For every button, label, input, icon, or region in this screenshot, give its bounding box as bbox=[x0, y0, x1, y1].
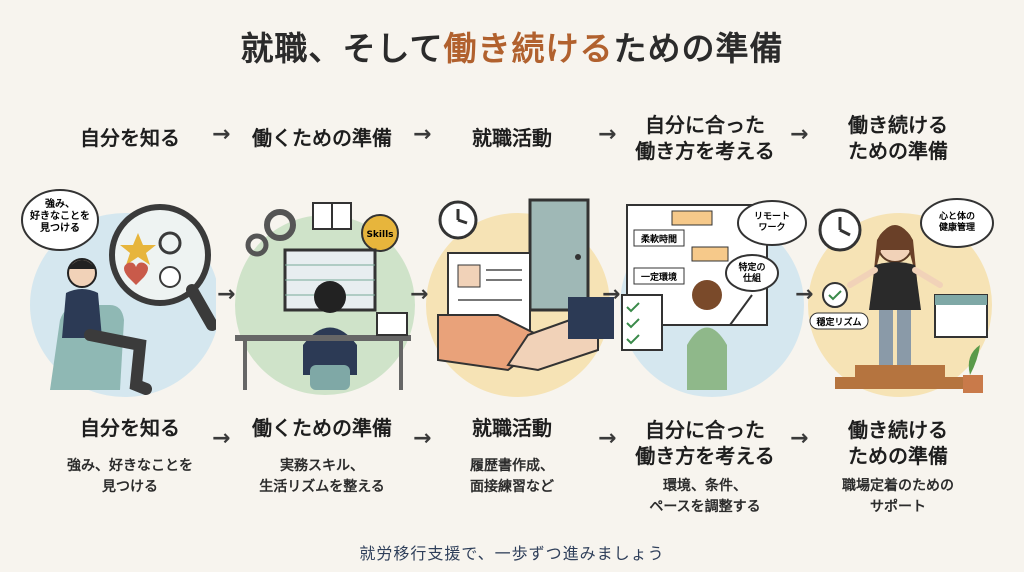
top-step-1: 自分を知る bbox=[30, 108, 230, 168]
check-circle-icon bbox=[822, 282, 848, 308]
bottom-arrow-icon-3: → bbox=[598, 426, 617, 451]
compass-icon bbox=[159, 266, 181, 288]
skills-badge-icon bbox=[361, 214, 399, 252]
plant-icon bbox=[968, 345, 980, 375]
specific-method-bubble bbox=[725, 254, 779, 292]
illustration-job-hunting bbox=[426, 198, 614, 397]
illustration-skills: Skills bbox=[235, 202, 415, 395]
title-part2: ための準備 bbox=[613, 29, 784, 68]
illustration-work-style: 柔軟時間 一定環境 リモートワーク 特定の仕組 bbox=[620, 200, 807, 397]
step-4-description: 環境、条件、 ペースを調整する bbox=[649, 478, 761, 515]
title-highlight: 働き続ける bbox=[443, 29, 614, 68]
clipboard-icon bbox=[621, 294, 663, 351]
search-icon bbox=[158, 231, 182, 255]
top-step-5-label: 働き続ける ための準備 bbox=[848, 113, 948, 163]
top-step-2: 働くための準備 bbox=[222, 108, 422, 168]
specific-method-text: 特定の仕組 bbox=[738, 261, 765, 284]
remote-work-bubble bbox=[737, 200, 807, 246]
person-head bbox=[314, 281, 346, 313]
step-1-description: 強み、好きなことを 見つける bbox=[67, 458, 193, 495]
title-part1: 就職、そして bbox=[240, 29, 444, 68]
bottom-arrow-icon-4: → bbox=[790, 426, 809, 451]
mid-arrow-icon-2: → bbox=[410, 282, 429, 307]
star-icon bbox=[120, 233, 156, 265]
page-title: 就職、そして働き続けるための準備 bbox=[0, 22, 1024, 70]
flex-time-label: 柔軟時間 bbox=[640, 233, 677, 245]
skills-badge-text: Skills bbox=[366, 230, 393, 240]
speech-bubble-strengths bbox=[21, 189, 99, 251]
top-step-3: 就職活動 bbox=[412, 108, 612, 168]
checkmark-icon bbox=[626, 302, 640, 345]
top-step-3-label: 就職活動 bbox=[472, 126, 552, 150]
bottom-arrow-icon-1: → bbox=[212, 426, 231, 451]
top-step-2-label: 働くための準備 bbox=[252, 126, 392, 150]
mid-arrow-icon-4: → bbox=[795, 282, 814, 307]
bottom-step-4: 自分に合った 働き方を考える bbox=[605, 415, 805, 471]
top-step-5: 働き続ける ための準備 bbox=[798, 108, 998, 168]
top-arrow-icon-2: → bbox=[413, 122, 432, 147]
top-arrow-icon-1: → bbox=[212, 122, 231, 147]
bottom-step-5: 働き続ける ための準備 bbox=[798, 415, 998, 471]
step-2-description: 実務スキル、 生活リズムを整える bbox=[259, 458, 385, 495]
illustration-continue-working: 心と体の健康管理 穏定リズム bbox=[808, 198, 994, 397]
bottom-step-3-label: 就職活動 bbox=[472, 416, 552, 440]
bottom-step-2-label: 働くための準備 bbox=[252, 416, 392, 440]
bottom-step-3: 就職活動 bbox=[412, 410, 612, 446]
bottom-step-1: 自分を知る bbox=[30, 410, 230, 446]
top-arrow-icon-3: → bbox=[598, 122, 617, 147]
bubble-strengths-text: 強み、好きなことを見つける bbox=[29, 197, 90, 234]
bottom-step-2: 働くための準備 bbox=[222, 410, 422, 446]
remote-work-text: リモートワーク bbox=[754, 211, 790, 233]
step-5-description: 職場定着のための サポート bbox=[842, 478, 954, 515]
mid-arrow-icon-1: → bbox=[217, 282, 236, 307]
illustration-self-knowledge: 強み、好きなことを見つける bbox=[21, 189, 216, 397]
gear-icon bbox=[264, 209, 296, 241]
top-step-1-label: 自分を知る bbox=[80, 126, 180, 150]
bottom-step-5-label: 働き続ける ための準備 bbox=[848, 418, 948, 468]
open-book-icon bbox=[376, 312, 408, 336]
top-arrow-icon-4: → bbox=[790, 122, 809, 147]
step-3-description: 履歴書作成、 面接練習など bbox=[470, 458, 554, 495]
top-step-4: 自分に合った 働き方を考える bbox=[605, 108, 805, 168]
bottom-step-4-label: 自分に合った 働き方を考える bbox=[635, 418, 775, 468]
gear-icon-small bbox=[245, 233, 269, 257]
rhythm-label: 穏定リズム bbox=[816, 316, 861, 328]
heart-icon bbox=[124, 262, 148, 285]
mid-arrow-icon-3: → bbox=[602, 282, 621, 307]
bottom-step-1-label: 自分を知る bbox=[80, 416, 180, 440]
health-text: 心と体の健康管理 bbox=[939, 210, 975, 233]
fixed-env-label: 一定環境 bbox=[641, 271, 677, 283]
person-head bbox=[692, 280, 722, 310]
health-bubble bbox=[920, 198, 994, 248]
bottom-arrow-icon-2: → bbox=[413, 426, 432, 451]
top-step-4-label: 自分に合った 働き方を考える bbox=[635, 113, 775, 163]
footer-message: 就労移行支援で、一歩ずつ進みましょう bbox=[359, 544, 665, 563]
